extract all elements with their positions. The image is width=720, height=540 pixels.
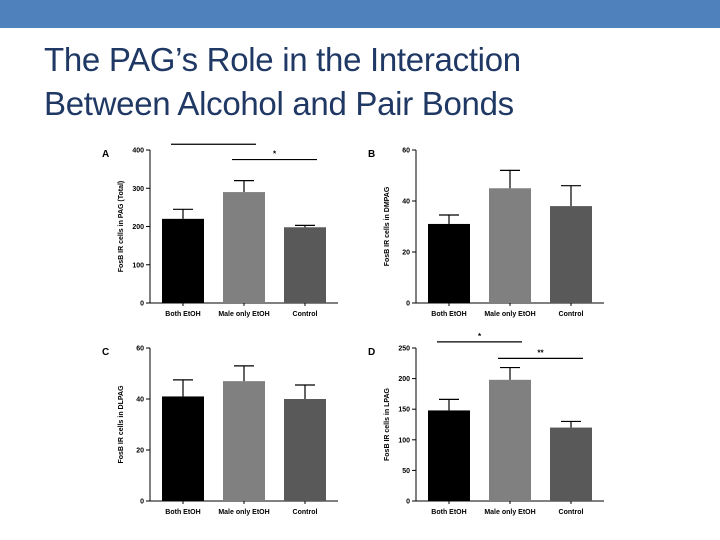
panel-letter: C bbox=[102, 347, 109, 358]
y-tick-label: 0 bbox=[406, 499, 410, 506]
panel-letter: A bbox=[102, 149, 109, 160]
y-tick-label: 200 bbox=[398, 376, 410, 383]
y-tick-label: 50 bbox=[402, 468, 410, 475]
y-tick-label: 60 bbox=[402, 148, 410, 155]
chart-panel-a: A FosB IR cells in PAG (Total) 0 100 200 300 4… bbox=[102, 140, 338, 318]
category-label: Both EtOH bbox=[431, 311, 466, 318]
slide-title-line-2: Between Alcohol and Pair Bonds bbox=[44, 85, 514, 122]
category-label: Male only EtOH bbox=[484, 311, 535, 318]
y-tick-label: 20 bbox=[402, 250, 410, 257]
y-tick-label: 200 bbox=[132, 224, 144, 231]
bar bbox=[162, 218, 204, 303]
significance-label: * bbox=[478, 332, 482, 341]
category-label: Both EtOH bbox=[431, 509, 466, 516]
bar bbox=[284, 227, 326, 303]
panel-letter: B bbox=[368, 149, 375, 160]
y-tick-label: 100 bbox=[132, 262, 144, 269]
category-label: Both EtOH bbox=[165, 509, 200, 516]
bar bbox=[550, 206, 592, 303]
bar bbox=[550, 427, 592, 501]
y-tick-label: 0 bbox=[140, 499, 144, 506]
bar bbox=[428, 223, 470, 303]
category-label: Male only EtOH bbox=[218, 311, 269, 318]
y-tick-label: 20 bbox=[136, 448, 144, 455]
y-tick-label: 40 bbox=[136, 397, 144, 404]
y-tick-label: 100 bbox=[398, 437, 410, 444]
panel-letter: D bbox=[368, 347, 375, 358]
significance-label: ** bbox=[537, 348, 544, 357]
y-tick-label: 60 bbox=[136, 346, 144, 353]
category-label: Control bbox=[293, 311, 318, 318]
y-tick-label: 250 bbox=[398, 346, 410, 353]
significance-label: * bbox=[273, 150, 277, 159]
significance-label: * bbox=[212, 140, 216, 143]
top-accent-bar bbox=[0, 0, 720, 28]
y-axis-label: FosB IR cells in DMPAG bbox=[384, 186, 391, 266]
chart-panel-d: D FosB IR cells in LPAG 0 50 100 150 200 250Bot… bbox=[368, 332, 604, 516]
bar bbox=[489, 379, 531, 501]
bar bbox=[223, 192, 265, 303]
y-tick-label: 0 bbox=[406, 301, 410, 308]
bar bbox=[284, 399, 326, 501]
bar bbox=[428, 410, 470, 501]
category-label: Male only EtOH bbox=[484, 509, 535, 516]
y-axis-label: FosB IR cells in DLPAG bbox=[118, 385, 125, 464]
bar bbox=[489, 188, 531, 303]
y-tick-label: 0 bbox=[140, 301, 144, 308]
category-label: Both EtOH bbox=[165, 311, 200, 318]
y-axis-label: FosB IR cells in PAG (Total) bbox=[118, 181, 125, 273]
category-label: Male only EtOH bbox=[218, 509, 269, 516]
y-tick-label: 40 bbox=[402, 199, 410, 206]
y-tick-label: 300 bbox=[132, 186, 144, 193]
y-axis-label: FosB IR cells in LPAG bbox=[384, 387, 391, 461]
slide-title-line-1: The PAG’s Role in the Interaction bbox=[44, 41, 521, 78]
category-label: Control bbox=[559, 509, 584, 516]
y-tick-label: 150 bbox=[398, 407, 410, 414]
bar bbox=[162, 396, 204, 501]
category-label: Control bbox=[559, 311, 584, 318]
bar bbox=[223, 381, 265, 501]
y-tick-label: 400 bbox=[132, 148, 144, 155]
category-label: Control bbox=[293, 509, 318, 516]
slide-title: The PAG’s Role in the Interaction Betwee… bbox=[44, 38, 684, 126]
